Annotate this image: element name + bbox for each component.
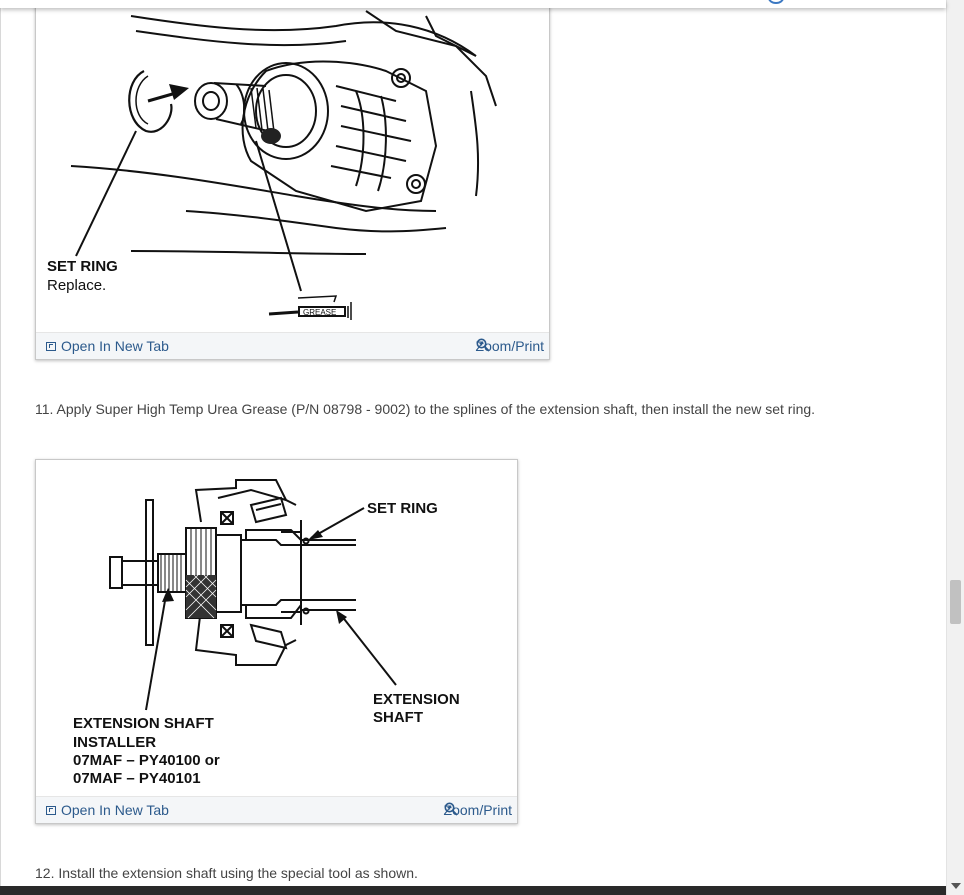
set-ring-label-2: SET RING [367,500,438,517]
figure-footer: Open In New Tab Zoom/Print [36,332,549,359]
scrollbar-thumb[interactable] [950,580,961,624]
zoom-print-label: Zoom/Print [443,802,512,818]
figure-footer: Open In New Tab Zoom/Print [36,796,517,823]
installer-line-2: INSTALLER [73,734,156,751]
installer-line-1: EXTENSION SHAFT [73,715,214,732]
step-12-text: 12. Install the extension shaft using th… [35,865,418,881]
extension-shaft-diagram: SET RING EXTENSION SHAFT EXTENSION SHAFT… [73,479,460,787]
shaft-label: SHAFT [373,709,423,726]
grease-label: GREASE [303,308,336,317]
scroll-down-arrow-icon[interactable] [951,883,961,889]
open-new-tab-icon [46,805,56,815]
zoom-in-icon [476,338,490,352]
extension-label: EXTENSION [373,691,460,708]
set-ring-label: SET RING [47,258,118,275]
installer-line-4: 07MAF – PY40101 [73,770,201,787]
figure-extension-shaft: SET RING EXTENSION SHAFT EXTENSION SHAFT… [35,459,518,824]
bottom-taskbar-strip [0,886,946,895]
zoom-print-label: Zoom/Print [475,338,544,354]
open-new-tab-link[interactable]: Open In New Tab [46,338,169,354]
page-left-edge [0,0,1,895]
step-11-text: 11. Apply Super High Temp Urea Grease (P… [35,401,816,417]
open-new-tab-icon [46,341,56,351]
vertical-scrollbar[interactable] [946,0,964,895]
zoom-print-link[interactable]: Zoom/Print [476,338,544,354]
open-new-tab-label: Open In New Tab [61,802,169,818]
open-new-tab-label: Open In New Tab [61,338,169,354]
toolbar-circle-icon[interactable] [768,0,784,4]
set-ring-diagram: GREASE SET RING Replace. [47,10,497,320]
zoom-print-link[interactable]: Zoom/Print [444,802,512,818]
zoom-in-icon [444,802,458,816]
figure-set-ring: GREASE SET RING Replace. Open In New Tab… [35,0,550,360]
top-toolbar [0,0,946,8]
replace-label: Replace. [47,277,106,294]
installer-line-3: 07MAF – PY40100 or [73,752,220,769]
open-new-tab-link[interactable]: Open In New Tab [46,802,169,818]
